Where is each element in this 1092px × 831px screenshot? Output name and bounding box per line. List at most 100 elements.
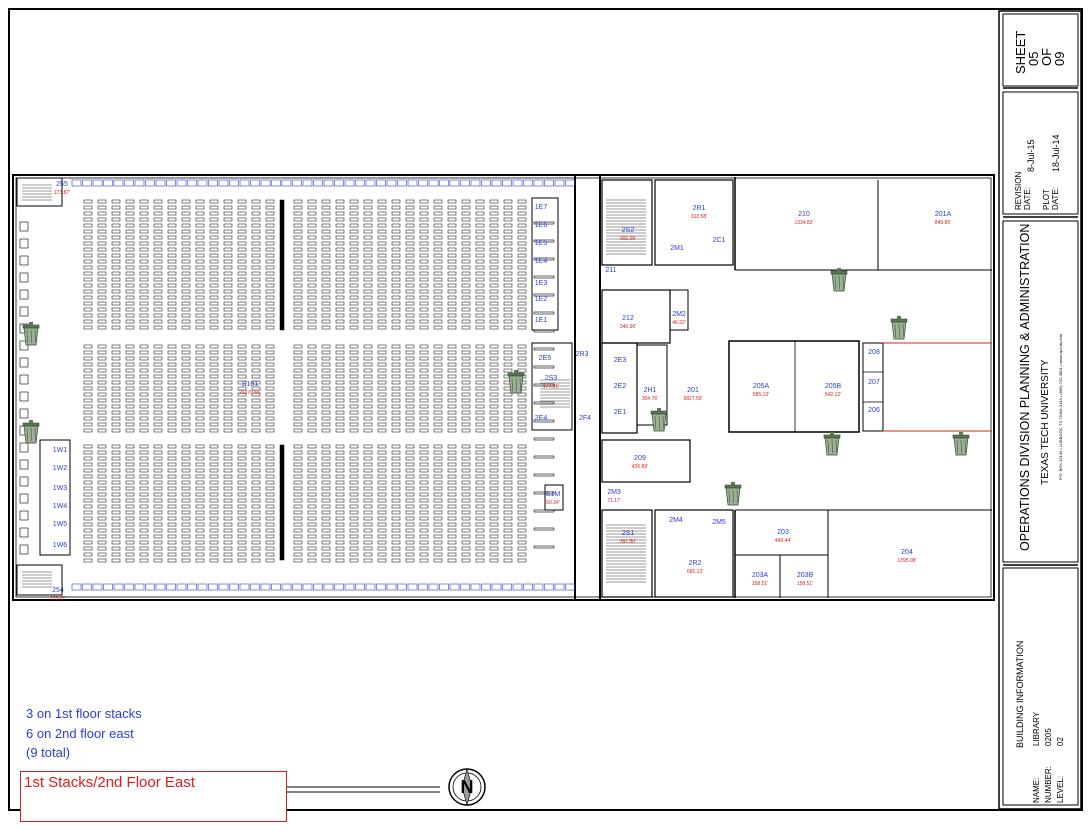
room-area-label: 6827.50' [683, 396, 702, 402]
room-number-label: 1E7 [535, 204, 548, 211]
plot-label: PLOT DATE: [1042, 187, 1060, 210]
revision-label: REVISION DATE: [1014, 171, 1032, 210]
room-number-label: 2M1 [670, 245, 684, 252]
room-number-label: 2R1 [693, 205, 706, 212]
room-area-label: 391.05' [620, 236, 636, 242]
room-area-label: 1334.83' [794, 220, 813, 226]
room-area-label: 158.51' [752, 581, 768, 587]
stairs [22, 184, 646, 588]
trash-bin-icon [830, 268, 848, 292]
note-line: 6 on 2nd floor east [26, 725, 134, 741]
trash-bin-icon [724, 482, 742, 506]
room-number-label: 1E1 [535, 317, 548, 324]
building-name-label: NAME: [1032, 777, 1041, 803]
room-number-label: 2S2 [622, 227, 635, 234]
room-number-label: 2M2 [672, 311, 686, 318]
room-number-label: 212 [622, 315, 634, 322]
room-number-label: 201 [687, 387, 699, 394]
room-area-label: 158.51' [797, 581, 813, 587]
room-area-label: 340.90' [620, 324, 636, 330]
room-number-label: 206 [868, 407, 880, 414]
room-number-label: 255 [56, 181, 68, 188]
room-number-label: 1E4 [535, 258, 548, 265]
room-number-label: S1M [546, 491, 561, 498]
trash-bin-icon [823, 432, 841, 456]
room-number-label: 2E1 [614, 409, 627, 416]
plot-date: 18-Jul-14 [1051, 134, 1061, 172]
room-area-label: 173.87' [50, 596, 66, 602]
north-letter: N [461, 777, 474, 797]
building-number-label: NUMBER: [1044, 766, 1053, 803]
room-area-label: 449.44' [775, 538, 791, 544]
trash-bin-icon [650, 408, 668, 432]
room-area-label: 1395.08' [897, 558, 916, 564]
room-area-label: 71.17' [607, 498, 621, 504]
room-number-label: 2F4 [579, 415, 591, 422]
room-number-label: 205B [825, 383, 842, 390]
room-area-label: 177.91' [543, 384, 559, 390]
room-area-label: 426.89' [632, 464, 648, 470]
room-number-label: 2M5 [712, 519, 726, 526]
building-name-value: LIBRARY [1032, 711, 1041, 746]
room-area-label: 585.13' [753, 392, 769, 398]
room-number-label: 2R3 [576, 351, 589, 358]
plan-label-box: 1st Stacks/2nd Floor East [20, 771, 287, 822]
room-number-label: 2E4 [535, 415, 548, 422]
building-info-header: BUILDING INFORMATION [1015, 640, 1025, 748]
room-number-label: 2E2 [614, 383, 627, 390]
room-number-label: 1E2 [535, 296, 548, 303]
trash-bin-markers [22, 268, 970, 506]
building-level-label: LEVEL: [1056, 775, 1065, 803]
room-area-label: 542.12' [825, 392, 841, 398]
room-number-label: 1W2 [53, 465, 68, 472]
room-number-label: 2E3 [614, 357, 627, 364]
room-number-label: 254 [52, 587, 64, 594]
room-number-label: 209 [634, 455, 646, 462]
room-number-label: 211 [605, 267, 616, 274]
room-number-label: 2H1 [644, 387, 657, 394]
room-area-label: 685.13' [687, 569, 703, 575]
room-area-label: 21270.55' [239, 390, 261, 396]
room-number-label: S101 [242, 381, 258, 388]
room-area-label: 173.87' [54, 190, 70, 196]
room-number-label: 201A [935, 211, 952, 218]
room-number-label: 203A [752, 572, 769, 579]
room-labels: S101 21270.55' 255 173.87' 254 173.87' 1E7 1E6 1… [50, 181, 952, 602]
room-number-label: 2S3 [545, 375, 558, 382]
room-area-label: 849.85' [935, 220, 951, 226]
room-number-label: 204 [901, 549, 913, 556]
room-number-label: 203 [777, 529, 789, 536]
org-name: OPERATIONS DIVISION PLANNING & ADMINISTR… [1018, 223, 1032, 551]
sheet-total: 09 [1052, 51, 1067, 66]
room-area-label: 50.34' [546, 500, 560, 506]
room-number-label: 1E5 [535, 240, 548, 247]
room-number-label: 1W4 [53, 503, 68, 510]
bin-count-notes: 3 on 1st floor stacks 6 on 2nd floor eas… [26, 704, 142, 763]
north-arrow-icon: N [448, 767, 486, 807]
trash-bin-icon [22, 420, 40, 444]
building-number-value: 0205 [1044, 728, 1053, 746]
perimeter-carrels [71, 179, 575, 591]
trash-bin-icon [22, 322, 40, 346]
room-number-label: 210 [798, 211, 810, 218]
trash-bin-icon [952, 432, 970, 456]
room-number-label: 1W1 [53, 447, 68, 454]
room-number-label: 2M4 [669, 517, 683, 524]
book-stacks [83, 199, 527, 563]
room-number-label: 1W6 [53, 542, 68, 549]
room-number-label: 1W3 [53, 485, 68, 492]
room-number-label: 205A [753, 383, 770, 390]
plan-label: 1st Stacks/2nd Floor East [24, 774, 195, 791]
room-area-label: 312.58' [691, 214, 707, 220]
room-number-label: 208 [868, 349, 880, 356]
trash-bin-icon [507, 370, 525, 394]
room-number-label: 2M3 [607, 489, 621, 496]
room-number-label: 1E3 [535, 280, 548, 287]
room-number-label: 1E6 [535, 222, 548, 229]
room-number-label: 2S1 [622, 530, 635, 537]
building-level-value: 02 [1056, 737, 1065, 746]
note-line: 3 on 1st floor stacks [26, 706, 142, 721]
room-area-label: 391.50' [620, 539, 636, 545]
university-name: TEXAS TECH UNIVERSITY [1040, 359, 1051, 485]
